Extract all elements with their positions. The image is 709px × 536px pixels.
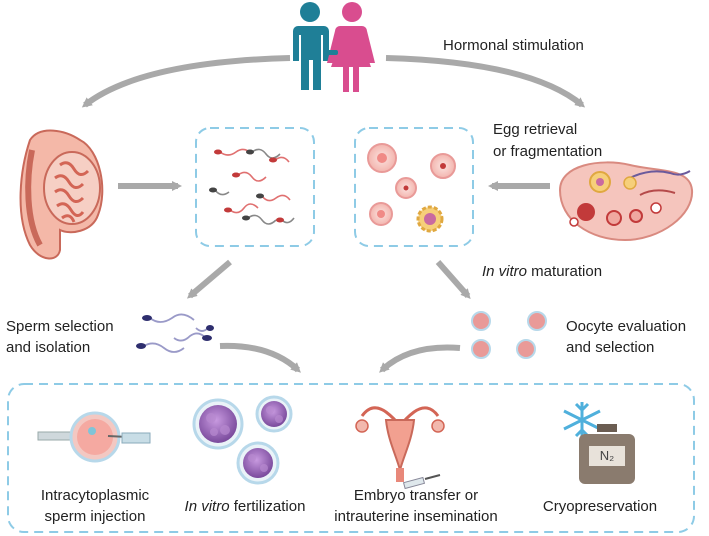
snowflake-icon — [563, 402, 601, 438]
uterus-icon — [355, 406, 445, 482]
arrow-couple-to-testis — [81, 55, 291, 108]
embryo-icon — [192, 395, 293, 485]
tank-n2-label: N₂ — [599, 448, 615, 463]
label-icsi-line1: Intracytoplasmic — [40, 487, 150, 504]
label-icsi-line2: sperm injection — [44, 508, 146, 525]
label-sperm-selection-line2: and isolation — [6, 339, 91, 356]
oocyte-cluster-icon — [367, 143, 456, 233]
oocyte-selected-icon — [471, 311, 547, 359]
arrow-oocyte-to-selection — [435, 260, 471, 299]
label-embryo-transfer-line2: intrauterine insemination — [334, 508, 498, 525]
label-oocyte-evaluation-line1: Oocyte evaluation — [566, 318, 687, 335]
label-cryopreservation: Cryopreservation — [542, 498, 658, 515]
label-ivf-rest: fertilization — [229, 498, 306, 515]
label-hormonal-stimulation: Hormonal stimulation — [443, 37, 584, 54]
couple-icon — [293, 2, 375, 92]
arrow-couple-to-ovary — [385, 55, 586, 108]
label-embryo-transfer-line1: Embryo transfer or — [353, 487, 479, 504]
label-egg-retrieval-line1: Egg retrieval — [493, 121, 578, 138]
arrow-sperm-to-selection — [186, 259, 232, 299]
label-ivm-rest: maturation — [527, 263, 603, 280]
sperm-cluster-icon — [209, 148, 295, 225]
icsi-icon — [37, 411, 151, 463]
label-oocyte-evaluation-line2: and selection — [566, 339, 655, 356]
procedures-box — [7, 383, 695, 533]
arrow-oocyte-to-procedures — [379, 344, 461, 373]
label-ivm-italic: In vitro — [482, 263, 528, 280]
label-egg-retrieval-line2: or fragmentation — [493, 143, 603, 160]
liquid-nitrogen-tank-icon — [579, 424, 635, 484]
testis-icon — [19, 129, 104, 260]
ovary-icon — [558, 161, 694, 242]
sperm-box — [195, 127, 315, 247]
label-in-vitro-fertilization: In vitro fertilization — [175, 497, 315, 517]
syringe-icon — [402, 474, 441, 490]
arrow-sperm-to-procedures — [219, 342, 301, 373]
oocyte-box — [354, 127, 474, 247]
label-sperm-selection-line1: Sperm selection — [6, 318, 114, 335]
sperm-selected-icon — [136, 313, 214, 353]
label-ivf-italic: In vitro — [184, 498, 230, 515]
label-in-vitro-maturation: In vitro maturation — [482, 262, 602, 282]
